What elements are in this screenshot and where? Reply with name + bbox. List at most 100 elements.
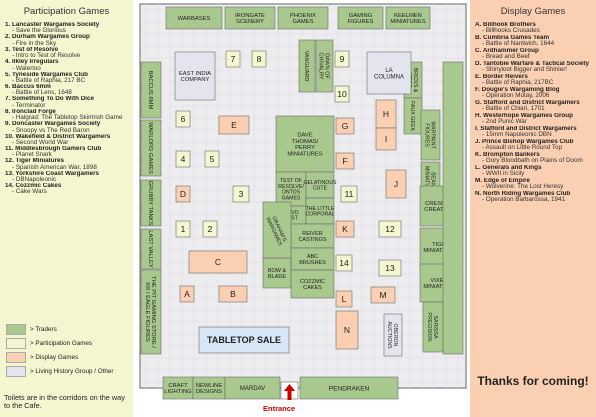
display-entry: E. Border Reivers- Battle of Raphia, 217… (475, 74, 594, 87)
participation-table (175, 220, 191, 238)
display-entry: F. Dougie's Wargaming Blog- Operation Mu… (475, 87, 594, 100)
participation-entry-name: 8. Ironclad Forge (5, 108, 56, 115)
participation-table (251, 50, 267, 68)
participation-table-label: 7 (231, 54, 236, 64)
display-table-label: N (344, 325, 350, 335)
trader-stall (140, 228, 162, 270)
participation-table-label: 14 (339, 258, 349, 268)
participation-table (378, 220, 402, 238)
trader-stall (275, 171, 307, 207)
display-entry-game: - Battle of Raphia, 217BC (482, 79, 554, 87)
trader-stall-label: DAWN OFCHIVALRY (318, 52, 330, 79)
display-entry-name: D. Tantobie Warfare & Tactical Society (475, 61, 589, 67)
participation-table-label: 11 (345, 189, 354, 199)
display-title: Display Games (500, 6, 566, 17)
legend-swatch (6, 351, 26, 363)
display-entry-name: E. Border Reivers (475, 74, 528, 80)
participation-entry-game: - Waterloo (12, 64, 41, 72)
legend-label: > Living History Group / Other (30, 367, 114, 375)
participation-entry-game: - Intro to Test of Resolve (12, 52, 81, 60)
trader-stall-label: FAUX GEEK (409, 101, 415, 131)
participation-entry-game: - Save the Glorious (12, 27, 66, 35)
display-table (335, 152, 355, 170)
display-entry: G. Stafford and District Wargamers- Batt… (475, 100, 594, 113)
participation-entry-game: - Battle of Raphia, 217 BC (12, 76, 86, 84)
trader-stall-label: SARISSAPRECISION (426, 312, 438, 341)
participation-entry: 1. Lancaster Wargames Society- Save the … (5, 22, 131, 34)
trader-stall (305, 171, 335, 199)
display-table (335, 290, 353, 308)
trader-stall (262, 257, 292, 289)
participation-table (334, 85, 350, 103)
display-entry-game: - Battle of Chiari, 1701 (482, 105, 545, 113)
participation-entry: 14. Cozzmic Cakes- Cake Wars (5, 183, 131, 195)
display-table-label: L (342, 294, 347, 304)
display-entry-game: - 15mm Napoleonic DBN (482, 131, 552, 139)
display-entry-name: A. Billhook Brothers (475, 22, 536, 28)
participation-entry-game: - Terminator (12, 101, 46, 109)
participation-table (204, 150, 220, 168)
display-entry-name: N. North Riding Wargames Club (475, 191, 571, 197)
participation-table-label: 5 (210, 154, 215, 164)
participation-entry: 7. Something To Do With Dice- Terminator (5, 96, 131, 108)
participation-title: Participation Games (23, 6, 110, 17)
display-entry-game: - 2nd Punic War (482, 118, 527, 126)
trader-stall (224, 6, 276, 30)
participation-entry-name: 12. Tiger Miniatures (5, 158, 65, 165)
trader-stall (140, 179, 162, 227)
participation-entry-game: - DBNapoleonic (12, 176, 57, 184)
participation-table-label: 3 (239, 189, 244, 199)
participation-entry-game: - Second World War (12, 138, 69, 146)
display-table (385, 169, 407, 199)
legend: > Traders> Participation Games> Display … (6, 322, 130, 378)
participation-table (225, 50, 241, 68)
tabletop-sale-label: TABLETOP SALE (207, 335, 281, 345)
display-entry-game: - Operation Barbarossa, 1941 (482, 196, 565, 204)
display-table-label: B (230, 289, 236, 299)
participation-panel: Participation Games 1. Lancaster Wargame… (0, 0, 133, 417)
trader-stall-label: BEANIEMINIATURES (424, 166, 436, 199)
participation-entry-game: - Fire in the Sky (12, 39, 57, 47)
display-entry-name: J. Prince Bishop Wargames Club (475, 139, 574, 145)
display-entry: D. Tantobie Warfare & Tactical Society- … (475, 61, 594, 74)
display-table-label: C (215, 257, 221, 267)
display-entry-game: - Assault on Little Round Top (482, 144, 563, 152)
trader-wall-strip (442, 61, 464, 355)
display-entry: I. Stafford and District Wargamers- 15mm… (475, 126, 594, 139)
toilet-note: Toilets are in the corridors on the way … (4, 393, 125, 410)
participation-entry: 4. Ilkley Irregulars- Waterloo (5, 59, 131, 71)
participation-entry-name: 5. Tyneside Wargames Club (5, 71, 88, 78)
participation-table (232, 185, 250, 203)
display-table (375, 127, 397, 151)
display-table (179, 285, 195, 303)
display-entry-name: G. Stafford and District Wargamers (475, 100, 580, 106)
trader-stall-label: GRUBBY TANKS (147, 181, 153, 226)
display-table-label: I (385, 134, 387, 144)
participation-table (175, 110, 191, 128)
participation-entry: 13. Yorkshire Coast Wargamers- DBNapoleo… (5, 171, 131, 183)
participation-entry-name: 13. Yorkshire Coast Wargamers (5, 170, 100, 177)
other-stall (383, 313, 403, 357)
trader-stall (165, 6, 223, 30)
participation-entry-game: - Halgrad: The Tabletop Skirmish Game (12, 114, 123, 122)
display-entry-name: H. Westerhope Wargames Group (475, 113, 573, 119)
participation-entry-name: 6. Baccus 6mm (5, 83, 51, 90)
display-table-label: H (383, 109, 389, 119)
participation-entry-name: 7. Something To Do With Dice (5, 96, 95, 103)
display-panel: Display Games A. Billhook Brothers- Bill… (470, 0, 596, 417)
participation-table (335, 254, 353, 272)
legend-label: > Display Games (30, 353, 79, 361)
participation-entry-game: - Cake Wars (12, 188, 47, 196)
trader-stall (298, 39, 316, 93)
display-table-label: M (379, 290, 386, 300)
